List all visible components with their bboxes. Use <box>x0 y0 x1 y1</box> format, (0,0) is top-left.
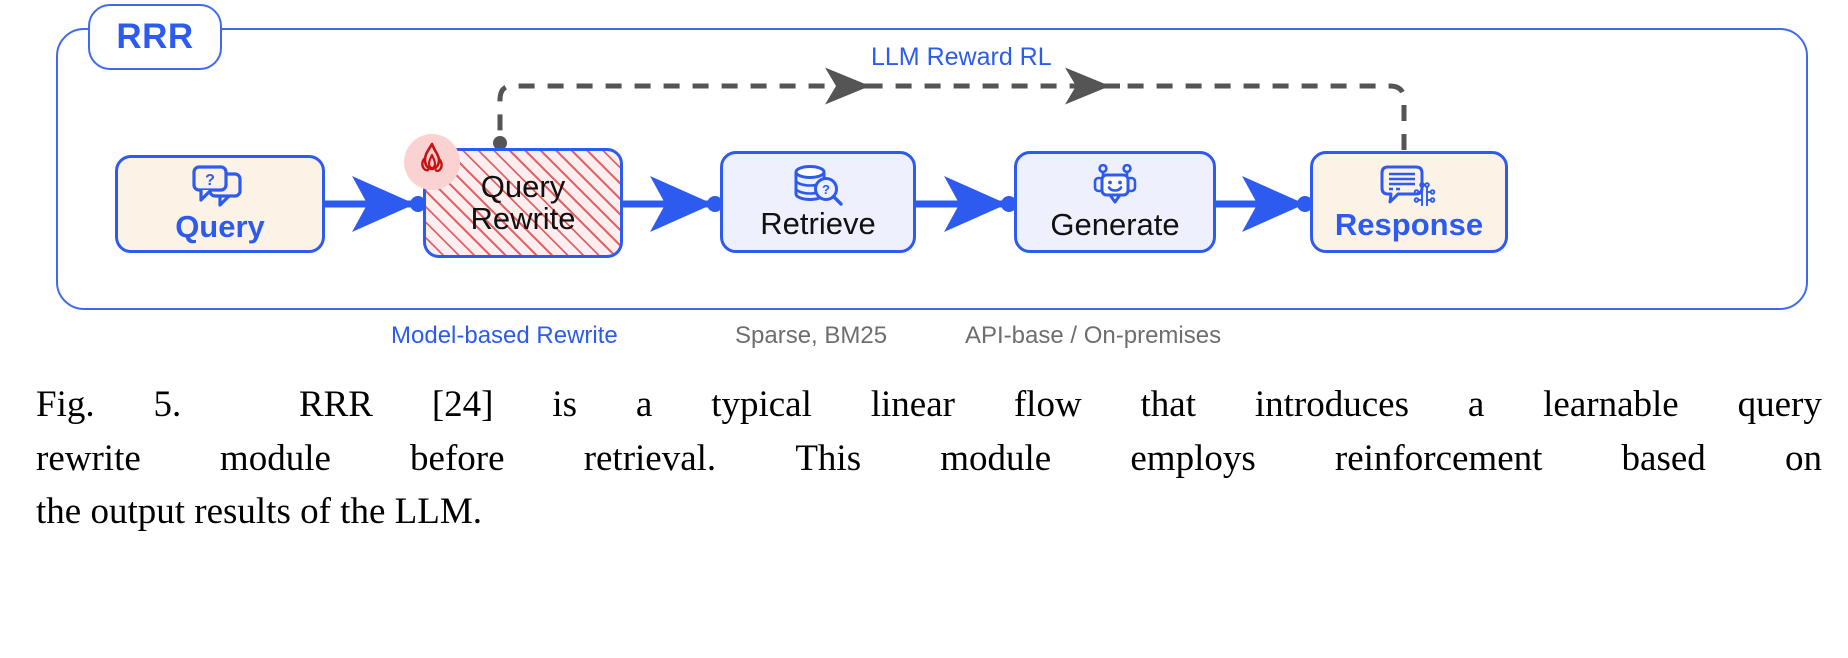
sub-label-model-based-rewrite: Model-based Rewrite <box>391 322 618 349</box>
node-query[interactable]: ? Query <box>115 155 325 253</box>
database-search-icon: ? <box>790 164 846 208</box>
flame-icon <box>415 142 449 183</box>
caption-line-3: the output results of the LLM. <box>36 491 482 533</box>
rrr-outer-frame <box>56 28 1808 310</box>
node-response[interactable]: Response <box>1310 151 1508 253</box>
sub-label-sparse-bm25: Sparse, BM25 <box>735 322 888 349</box>
node-generate[interactable]: Generate <box>1014 151 1216 253</box>
chat-circuit-icon <box>1380 164 1438 209</box>
node-response-label: Response <box>1334 206 1484 242</box>
node-query-label: Query <box>175 209 265 245</box>
frame-title-label: RRR <box>116 17 194 56</box>
question-chat-icon: ? <box>189 165 251 211</box>
svg-text:?: ? <box>822 182 830 197</box>
figure-diagram: RRR <box>56 4 1808 349</box>
node-retrieve[interactable]: ? Retrieve <box>720 151 916 253</box>
node-query-rewrite-label: Query Rewrite <box>470 169 576 236</box>
svg-text:?: ? <box>205 172 215 189</box>
robot-smile-icon <box>1089 163 1141 209</box>
node-retrieve-label: Retrieve <box>760 206 876 242</box>
frame-title-pill: RRR <box>88 4 222 70</box>
node-generate-label: Generate <box>1050 206 1180 242</box>
flame-badge <box>404 134 460 190</box>
sub-label-api-base-on-premises: API-base / On-premises <box>965 322 1222 349</box>
llm-reward-rl-label: LLM Reward RL <box>871 43 1052 71</box>
